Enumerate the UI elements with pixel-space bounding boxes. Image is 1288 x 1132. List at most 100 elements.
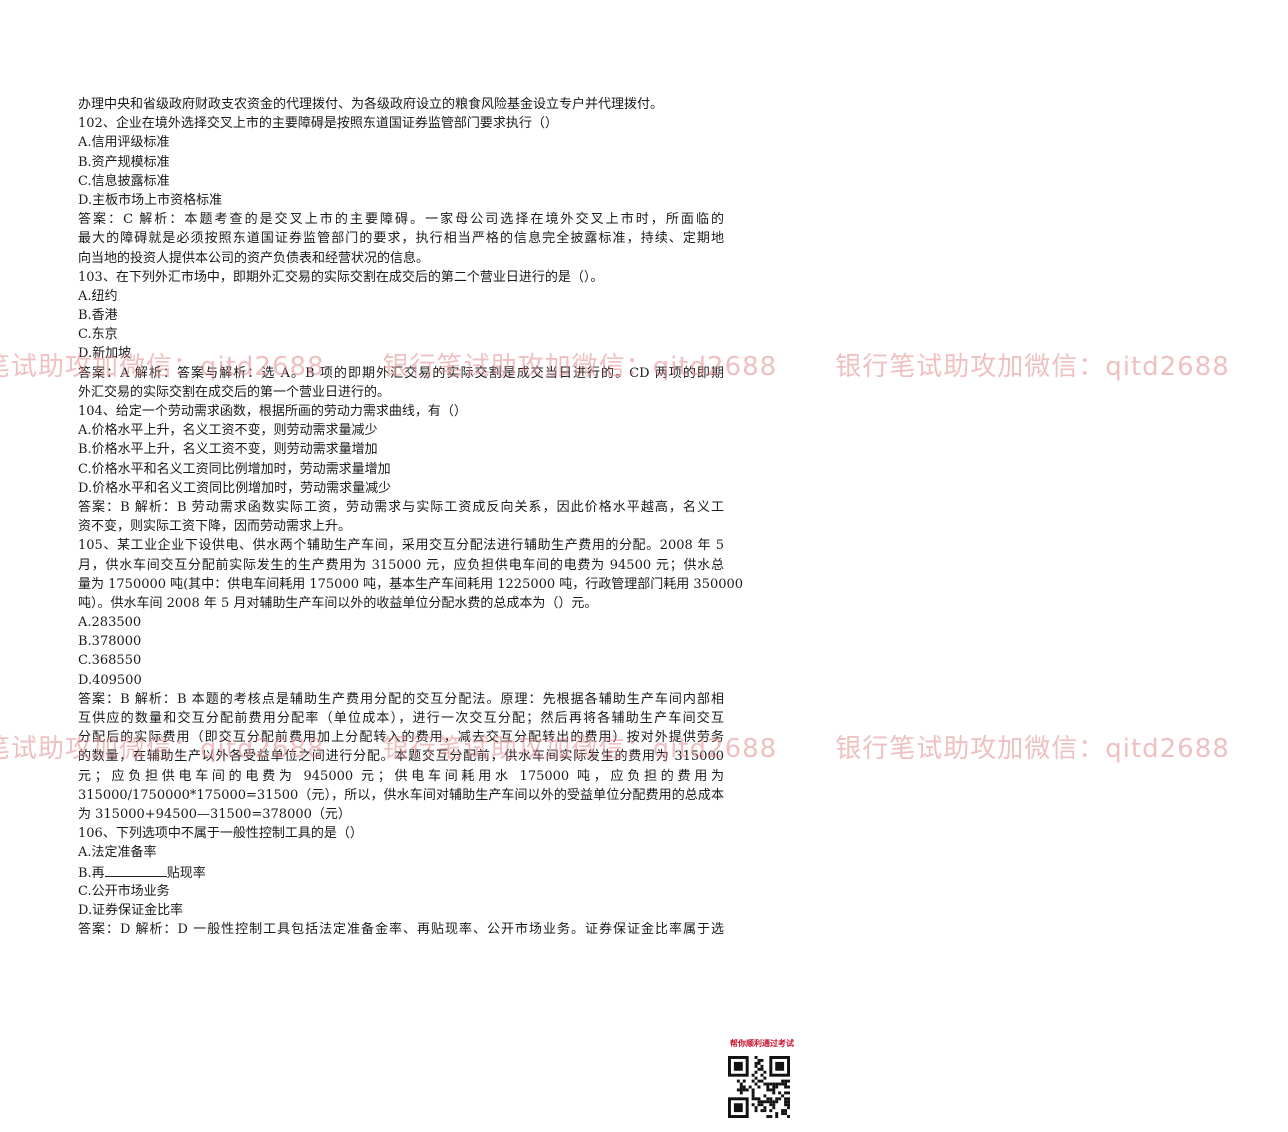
qr-module [757, 1085, 761, 1089]
qr-module [757, 1058, 761, 1062]
text-line: 办理中央和省级政府财政支农资金的代理拨付、为各级政府设立的粮食风险基金设立专户并… [78, 97, 664, 112]
qr-module [763, 1106, 767, 1110]
qr-module [769, 1109, 773, 1113]
qr-module [769, 1100, 773, 1104]
qr-module [766, 1085, 770, 1089]
qr-module [769, 1097, 773, 1101]
qr-module [766, 1115, 770, 1118]
text-line: A.信用评级标准 [78, 135, 170, 151]
qr-module [754, 1061, 758, 1065]
text-line: 为 315000+94500—31500=378000（元） [78, 806, 351, 822]
qr-module [763, 1109, 767, 1113]
text-line: 的数量，在辅助生产以外各受益单位之间进行分配。本题交互分配前，供水车间实际发生的… [78, 749, 724, 765]
text-line: A.价格水平上升，名义工资不变，则劳动需求量减少 [78, 423, 378, 439]
qr-module [784, 1100, 788, 1104]
text-line: D.主板市场上市资格标准 [78, 192, 223, 208]
qr-module [772, 1106, 776, 1110]
text-line: A.纽约 [78, 288, 118, 304]
qr-module [763, 1094, 767, 1098]
qr-module [787, 1097, 790, 1101]
text-line: A.283500 [78, 615, 142, 631]
text-line: 答案：B 解析：B 本题的考核点是辅助生产费用分配的交互分配法。原理：先根据各辅… [78, 691, 724, 707]
qr-module [787, 1079, 790, 1083]
watermark-text: 银行笔试助攻加微信：qitd2688 [835, 352, 1230, 382]
qr-module [754, 1056, 758, 1059]
qr-module [781, 1079, 785, 1083]
text-line: B.香港 [78, 308, 118, 324]
qr-module [772, 1088, 776, 1092]
qr-module [775, 1100, 779, 1104]
text-line: 互供应的数量和交互分配前费用分配率（单位成本），进行一次交互分配；然后再将各辅助… [78, 711, 724, 726]
qr-module [775, 1082, 779, 1086]
qr-module [784, 1085, 788, 1089]
text-line: B.再贴现率 [78, 863, 724, 882]
text-line: 答案：A 解析：答案与解析：选 A。B 项的即期外汇交易的实际交割是成交当日进行… [78, 365, 724, 381]
qr-module [784, 1082, 788, 1086]
qr-module [745, 1088, 749, 1092]
text-line: C.公开市场业务 [78, 883, 170, 899]
qr-module [760, 1073, 764, 1077]
text-line: 102、企业在境外选择交叉上市的主要障碍是按照东道国证券监管部门要求执行（） [78, 116, 558, 132]
qr-module [778, 1082, 782, 1086]
qr-module [772, 1085, 776, 1089]
qr-module [751, 1088, 755, 1092]
qr-module [781, 1082, 785, 1086]
text-line: C.价格水平和名义工资同比例增加时，劳动需求量增加 [78, 461, 391, 477]
qr-module [784, 1091, 788, 1095]
qr-module [739, 1091, 743, 1095]
qr-module [751, 1097, 755, 1101]
text-line: C.信息披露标准 [78, 173, 170, 189]
text-line: D.409500 [78, 672, 142, 688]
qr-module [754, 1082, 758, 1086]
text-line: A.法定准备率 [78, 845, 157, 861]
qr-module [751, 1079, 755, 1083]
text-line: C.368550 [78, 653, 142, 669]
qr-module [760, 1109, 764, 1113]
qr-module [760, 1079, 764, 1083]
qr-module [742, 1088, 746, 1092]
qr-module [787, 1091, 790, 1095]
qr-module [757, 1100, 761, 1104]
qr-module [763, 1070, 767, 1074]
qr-module [772, 1103, 776, 1107]
text-line: D.证券保证金比率 [78, 902, 184, 918]
watermark-text: 银行笔试助攻加微信：qitd2688 [835, 734, 1230, 764]
text-line: 月，供水车间交互分配前实际发生的生产费用为 315000 元，应负担供电车间的电… [78, 557, 724, 573]
qr-module [763, 1082, 767, 1086]
qr-module [775, 1115, 779, 1118]
qr-module [787, 1103, 790, 1107]
text-line: 外汇交易的实际交割在成交后的第一个营业日进行的。 [78, 384, 391, 400]
qr-module [769, 1103, 773, 1107]
qr-module [775, 1085, 779, 1089]
qr-module [775, 1112, 779, 1116]
qr-module [736, 1088, 740, 1092]
text-line: D.新加坡 [78, 346, 132, 362]
text-line: 分配后的实际费用（即交互分配前费用加上分配转入的费用，减去交互分配转出的费用）按… [78, 730, 724, 746]
qr-module [784, 1103, 788, 1107]
qr-module [760, 1100, 764, 1104]
text-line: 资不变，则实际工资下降，因而劳动需求上升。 [78, 519, 352, 535]
qr-module [769, 1115, 773, 1118]
qr-module [751, 1094, 755, 1098]
qr-module [754, 1064, 758, 1068]
qr-module [772, 1100, 776, 1104]
qr-module [736, 1079, 740, 1083]
text-line: B.资产规模标准 [78, 154, 170, 170]
qr-module [775, 1061, 785, 1071]
text-line: B.价格水平上升，名义工资不变，则劳动需求量增加 [78, 442, 378, 458]
qr-module [757, 1103, 761, 1107]
text-line: 答案：B 解析：B 劳动需求函数实际工资，劳动需求与实际工资成反向关系，因此价格… [78, 499, 724, 515]
qr-module [778, 1091, 782, 1095]
qr-module [778, 1097, 782, 1101]
text-line: 105、某工业企业下设供电、供水两个辅助生产车间，采用交互分配法进行辅助生产费用… [78, 538, 724, 554]
qr-module [784, 1112, 788, 1116]
qr-module [760, 1103, 764, 1107]
qr-module [757, 1097, 761, 1101]
qr-title: 帮你顺利通过考试 [730, 1039, 794, 1048]
qr-code-icon [728, 1056, 790, 1118]
fill-in-blank [104, 863, 167, 877]
qr-module [757, 1079, 761, 1083]
qr-code-badge: 帮你顺利通过考试 [728, 1038, 796, 1126]
text-line: 量为 1750000 吨(其中：供电车间耗用 175000 吨，基本生产车间耗用… [78, 576, 744, 592]
qr-module [751, 1103, 755, 1107]
